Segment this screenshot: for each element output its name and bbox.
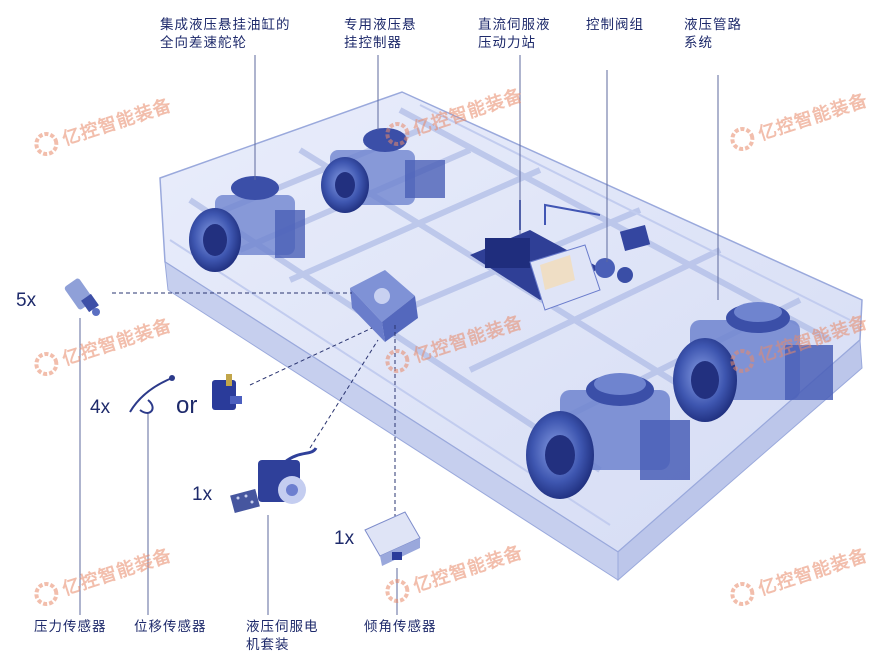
label-displacement-sensor: 位移传感器 [134,618,207,636]
qty-displacement-sensor: 4x [90,397,110,419]
or-separator: or [176,392,197,420]
pressure-sensor-icon [64,277,100,316]
label-pressure-sensor: 压力传感器 [34,618,107,636]
qty-tilt-sensor: 1x [334,528,354,550]
label-suspension-controller: 专用液压悬 挂控制器 [344,16,417,52]
label-valve-group: 控制阀组 [586,16,644,34]
qty-servo-motor: 1x [192,484,212,506]
servo-motor-kit-icon [230,448,316,513]
label-power-station: 直流伺服液 压动力站 [478,16,551,52]
displacement-sensor-icon [130,375,175,413]
magnetic-sensor-icon [212,374,242,410]
tilt-sensor-icon [365,512,420,566]
label-piping-system: 液压管路 系统 [684,16,742,52]
label-tilt-sensor: 倾角传感器 [364,618,437,636]
label-servo-motor-kit: 液压伺服电 机套装 [246,618,319,654]
qty-pressure-sensor: 5x [16,290,36,312]
label-omni-steering-wheel: 集成液压悬挂油缸的 全向差速舵轮 [160,16,291,52]
